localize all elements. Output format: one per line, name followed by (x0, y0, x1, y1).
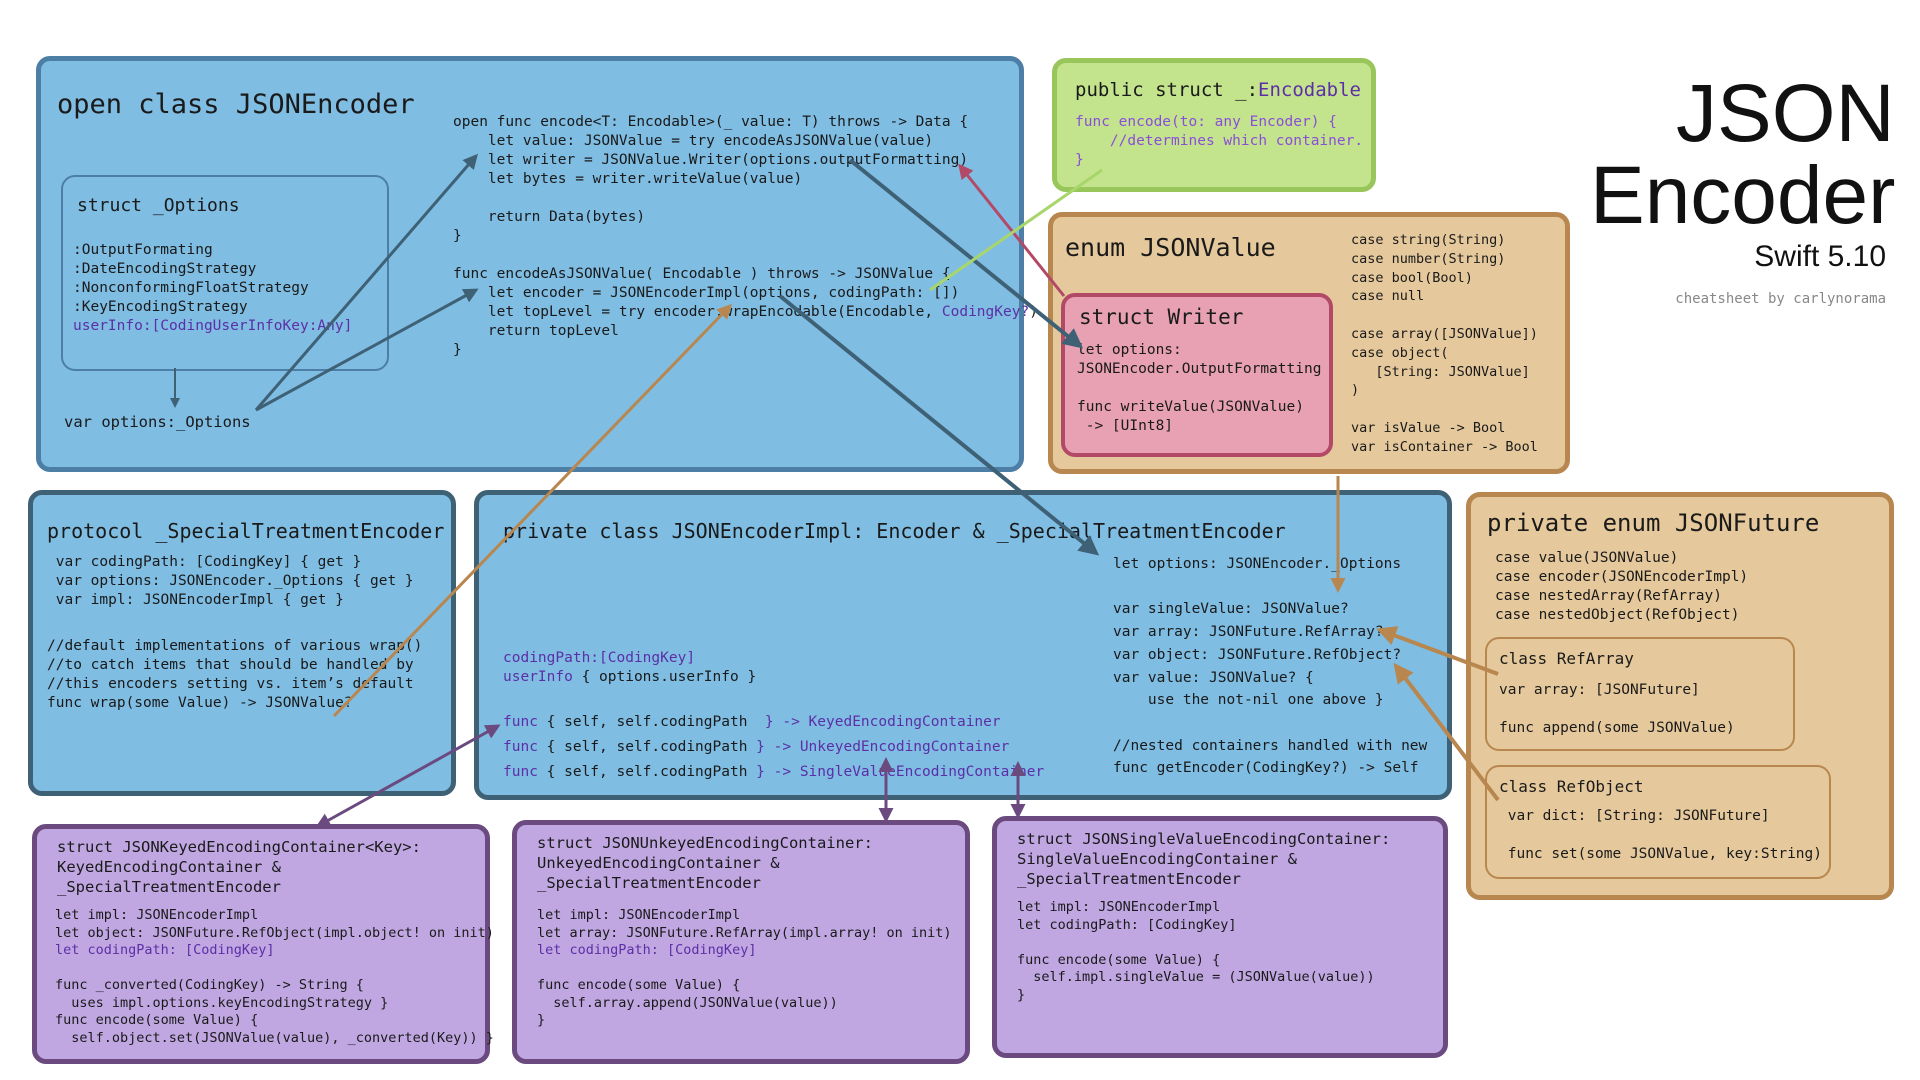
json-future-title: private enum JSONFuture (1487, 509, 1820, 537)
json-encoder-title: open class JSONEncoder (57, 89, 415, 120)
encoder-impl-userinfo-rest: { options.userInfo } (572, 669, 757, 685)
encoder-impl-userinfo: userInfo { options.userInfo } (503, 668, 756, 687)
header-title-json: JSON (1676, 68, 1895, 159)
encodable-box: public struct _:Encodable func encode(to… (1052, 58, 1376, 192)
json-future-box: private enum JSONFuture case value(JSONV… (1466, 492, 1894, 900)
json-value-cases: case string(String) case number(String) … (1351, 232, 1538, 455)
ref-array-body: var array: [JSONFuture] func append(some… (1499, 682, 1735, 736)
single-container-title: struct JSONSingleValueEncodingContainer:… (1017, 830, 1391, 888)
func-keyword: func (503, 764, 538, 780)
ref-object-body: var dict: [String: JSONFuture] func set(… (1507, 808, 1823, 862)
json-value-title: enum JSONValue (1065, 233, 1276, 262)
header-credit: cheatsheet by carlynorama (1675, 291, 1886, 307)
options-struct-box: struct _Options :OutputFormating :DateEn… (61, 175, 389, 371)
writer-title: struct Writer (1079, 305, 1244, 329)
encode-as-func-codingkey: CodingKey? (941, 304, 1030, 320)
keyed-container-body-top: let impl: JSONEncoderImpl let object: JS… (55, 907, 494, 941)
json-value-box: enum JSONValue case string(String) case … (1048, 212, 1570, 474)
keyed-container-body-kw: let codingPath: [CodingKey] (55, 942, 275, 958)
encoder-impl-codingpath: codingPath:[CodingKey] (503, 650, 696, 666)
writer-box: struct Writer let options: JSONEncoder.O… (1061, 293, 1333, 457)
keyed-container-body-bottom: func _converted(CodingKey) -> String { u… (55, 977, 494, 1046)
single-container-body: let impl: JSONEncoderImpl let codingPath… (1017, 899, 1375, 1003)
special-protocol-box: protocol _SpecialTreatmentEncoder var co… (28, 490, 456, 796)
encodable-title-prefix: public struct _: (1075, 79, 1259, 101)
encode-func: open func encode<T: Encodable>(_ value: … (453, 114, 969, 244)
ref-array-title: class RefArray (1499, 649, 1634, 668)
encodable-title: public struct _:Encodable (1075, 79, 1361, 101)
options-userinfo: userInfo:[CodingUserInfoKey:Any] (73, 318, 353, 334)
func-keyed-return: } -> KeyedEncodingContainer (764, 714, 1001, 730)
encode-as-json-value-func: func encodeAsJSONValue( Encodable ) thro… (453, 265, 1038, 360)
special-protocol-vars: var codingPath: [CodingKey] { get } var … (55, 554, 414, 608)
func-single-mid: { self, self.codingPath (537, 764, 757, 780)
encode-as-func-open: func encodeAsJSONValue( Encodable ) thro… (453, 266, 960, 320)
encoder-impl-userinfo-kw: userInfo (503, 669, 573, 685)
unkeyed-container-body-top: let impl: JSONEncoderImpl let array: JSO… (537, 907, 952, 941)
encoder-impl-right-col: let options: JSONEncoder._Options var si… (1113, 556, 1428, 777)
json-encoder-box: open class JSONEncoder struct _Options :… (36, 56, 1038, 472)
single-container-box: struct JSONSingleValueEncodingContainer:… (992, 816, 1448, 1058)
options-items: :OutputFormating :DateEncodingStrategy :… (73, 242, 309, 315)
header-title-encoder: Encoder (1590, 150, 1896, 241)
encodable-title-suffix: Encodable (1258, 79, 1361, 101)
keyed-container-box: struct JSONKeyedEncodingContainer<Key>: … (32, 824, 494, 1064)
encoder-impl-title: private class JSONEncoderImpl: Encoder &… (503, 519, 1286, 543)
encoder-impl-func-keyed: func { self, self.codingPath } -> KeyedE… (503, 713, 1001, 732)
writer-body: let options: JSONEncoder.OutputFormattin… (1077, 342, 1322, 434)
json-future-cases: case value(JSONValue) case encoder(JSONE… (1495, 550, 1749, 623)
ref-object-title: class RefObject (1499, 777, 1644, 796)
func-keyword: func (503, 714, 538, 730)
unkeyed-container-body-kw: let codingPath: [CodingKey] (537, 942, 757, 958)
func-keyword: func (503, 739, 538, 755)
options-var: var options:_Options (64, 413, 251, 431)
func-unkeyed-return: } -> UnkeyedEncodingContainer (756, 739, 1010, 755)
encoder-impl-func-unkeyed: func { self, self.codingPath } -> Unkeye… (503, 738, 1009, 757)
encodable-body: func encode(to: any Encoder) { //determi… (1075, 114, 1364, 168)
ref-object-box: class RefObject var dict: [String: JSONF… (1485, 765, 1831, 879)
func-unkeyed-mid: { self, self.codingPath (537, 739, 757, 755)
unkeyed-container-title: struct JSONUnkeyedEncodingContainer: Unk… (537, 834, 873, 892)
ref-array-box: class RefArray var array: [JSONFuture] f… (1485, 637, 1795, 751)
unkeyed-container-box: struct JSONUnkeyedEncodingContainer: Unk… (512, 820, 970, 1064)
special-protocol-title: protocol _SpecialTreatmentEncoder (47, 519, 445, 543)
options-struct-title: struct _Options (77, 195, 240, 216)
special-protocol-comment: //default implementations of various wra… (47, 638, 423, 711)
func-keyed-mid: { self, self.codingPath (537, 714, 765, 730)
func-single-return: } -> SingleValueEncodingContainer (756, 764, 1045, 780)
encoder-impl-func-single: func { self, self.codingPath } -> Single… (503, 763, 1044, 782)
header-version: Swift 5.10 (1754, 240, 1886, 273)
keyed-container-title: struct JSONKeyedEncodingContainer<Key>: … (57, 838, 421, 896)
unkeyed-container-body-bottom: func encode(some Value) { self.array.app… (537, 977, 838, 1028)
encoder-impl-box: private class JSONEncoderImpl: Encoder &… (474, 490, 1452, 800)
